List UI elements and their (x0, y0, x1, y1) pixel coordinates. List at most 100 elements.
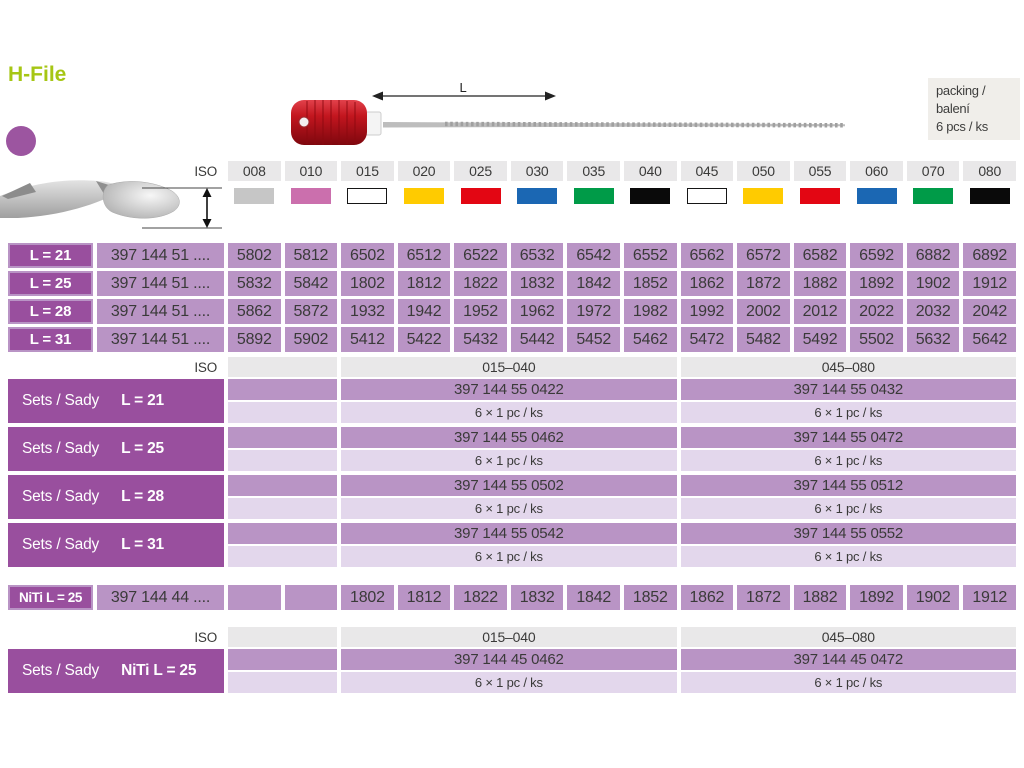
iso-color-cell (850, 187, 903, 204)
order-code-cell: 5892 (228, 327, 281, 352)
order-code-cell: 1912 (963, 271, 1016, 296)
order-code-cell: 5462 (624, 327, 677, 352)
iso-color-cell (963, 187, 1016, 204)
niti-sets-iso-header: ISO 015–040 045–080 (8, 627, 1016, 647)
order-code-cell: 1862 (680, 271, 734, 296)
range-b-header: 045–080 (680, 627, 1016, 647)
iso-color-chip (403, 187, 444, 204)
sets-table: Sets / Sady L = 21 397 144 55 0422 397 1… (8, 379, 1016, 571)
order-code-cell: 1872 (737, 585, 790, 610)
sets-row: Sets / Sady L = 31 397 144 55 0542 397 1… (8, 523, 1016, 567)
iso-size-cell: 030 (510, 161, 564, 181)
sets-row: Sets / Sady L = 21 397 144 55 0422 397 1… (8, 379, 1016, 423)
sets-row: Sets / Sady L = 25 397 144 55 0462 397 1… (8, 427, 1016, 471)
set-pack-b: 6 × 1 pc / ks (680, 402, 1016, 423)
set-pack-b: 6 × 1 pc / ks (680, 672, 1016, 693)
order-code-cell: 5902 (284, 327, 338, 352)
code-prefix: 397 144 51 .... (97, 327, 224, 352)
spacer-cell (228, 523, 338, 544)
order-code-cell: 5452 (567, 327, 620, 352)
set-pack-a: 6 × 1 pc / ks (341, 402, 677, 423)
iso-color-cell (228, 187, 281, 204)
iso-size-cell: 055 (793, 161, 847, 181)
niti-label: NiTi L = 25 (8, 585, 93, 610)
iso-color-chip (969, 187, 1010, 204)
iso-size-cell: 035 (567, 161, 620, 181)
order-code-cell: 1882 (793, 585, 847, 610)
iso-color-strip (8, 187, 1016, 204)
length-label: L = 21 (8, 243, 93, 268)
iso-color-chip (913, 187, 954, 204)
iso-label: ISO (194, 629, 217, 645)
length-dimension-label: L (459, 80, 466, 95)
order-code-cell: 6572 (737, 243, 790, 268)
order-code-cell: 5412 (341, 327, 394, 352)
iso-color-chip (460, 187, 501, 204)
order-code-cell: 6512 (397, 243, 451, 268)
iso-color-cell (511, 187, 564, 204)
iso-color-chip (234, 187, 275, 204)
iso-size-cell: 020 (397, 161, 451, 181)
sets-length-text: L = 31 (121, 536, 164, 553)
set-pack-b: 6 × 1 pc / ks (680, 450, 1016, 471)
order-code-cell: 6882 (906, 243, 960, 268)
sets-row: Sets / Sady NiTi L = 25 397 144 45 0462 … (8, 649, 1016, 693)
file-tip-illustration (0, 180, 180, 219)
set-code-a: 397 144 45 0462 (341, 649, 677, 670)
iso-size-cell: 060 (850, 161, 903, 181)
iso-color-cell (794, 187, 847, 204)
order-code-cell: 5802 (228, 243, 281, 268)
order-code-cell: 6532 (510, 243, 564, 268)
sets-row-label: Sets / Sady L = 31 (8, 523, 224, 567)
set-pack-a: 6 × 1 pc / ks (341, 546, 677, 567)
iso-color-chip (743, 187, 784, 204)
order-code-cell: 6502 (341, 243, 394, 268)
order-code-cell: 1982 (624, 299, 677, 324)
order-code-cell: 6562 (680, 243, 734, 268)
order-code-cell: 1952 (454, 299, 507, 324)
order-code-cell: 1892 (850, 271, 903, 296)
order-code-cell: 6552 (624, 243, 677, 268)
iso-size-cell: 080 (963, 161, 1016, 181)
order-code-cell: 5832 (228, 271, 281, 296)
order-code-cell: 1892 (850, 585, 903, 610)
order-code-cell: 1862 (680, 585, 734, 610)
iso-color-cell (341, 187, 394, 204)
order-code-cell: 5492 (793, 327, 847, 352)
order-code-cell: 5842 (284, 271, 338, 296)
iso-size-cell: 040 (624, 161, 677, 181)
order-code-cell: 5432 (454, 327, 507, 352)
set-pack-a: 6 × 1 pc / ks (341, 450, 677, 471)
sets-iso-header: ISO 015–040 045–080 (8, 357, 1016, 377)
iso-size-cell: 050 (737, 161, 790, 181)
range-spacer-cell (228, 627, 338, 647)
sets-length-text: L = 21 (121, 392, 164, 409)
order-code-cell: 1882 (793, 271, 847, 296)
order-code-cell: 1912 (963, 585, 1016, 610)
order-code-cell (284, 585, 338, 610)
color-strip-spacer (8, 187, 224, 204)
spacer-cell (228, 427, 338, 448)
sets-length-text: NiTi L = 25 (121, 662, 197, 679)
iso-color-cell (681, 187, 734, 204)
sets-row-label: Sets / Sady L = 25 (8, 427, 224, 471)
set-code-a: 397 144 55 0502 (341, 475, 677, 496)
iso-size-cell: 010 (284, 161, 338, 181)
sets-row-label: Sets / Sady NiTi L = 25 (8, 649, 224, 693)
sets-label-text: Sets / Sady (22, 662, 100, 679)
order-code-cell (228, 585, 281, 610)
order-code-cell: 5422 (397, 327, 451, 352)
order-code-cell: 5632 (906, 327, 960, 352)
range-spacer-cell (228, 357, 338, 377)
order-code-cell: 1872 (737, 271, 790, 296)
set-code-b: 397 144 55 0552 (680, 523, 1016, 544)
code-prefix: 397 144 51 .... (97, 243, 224, 268)
sets-label-text: Sets / Sady (22, 440, 100, 457)
order-code-cell: 6522 (454, 243, 507, 268)
set-code-b: 397 144 55 0512 (680, 475, 1016, 496)
niti-sets-table: Sets / Sady NiTi L = 25 397 144 45 0462 … (8, 649, 1016, 697)
